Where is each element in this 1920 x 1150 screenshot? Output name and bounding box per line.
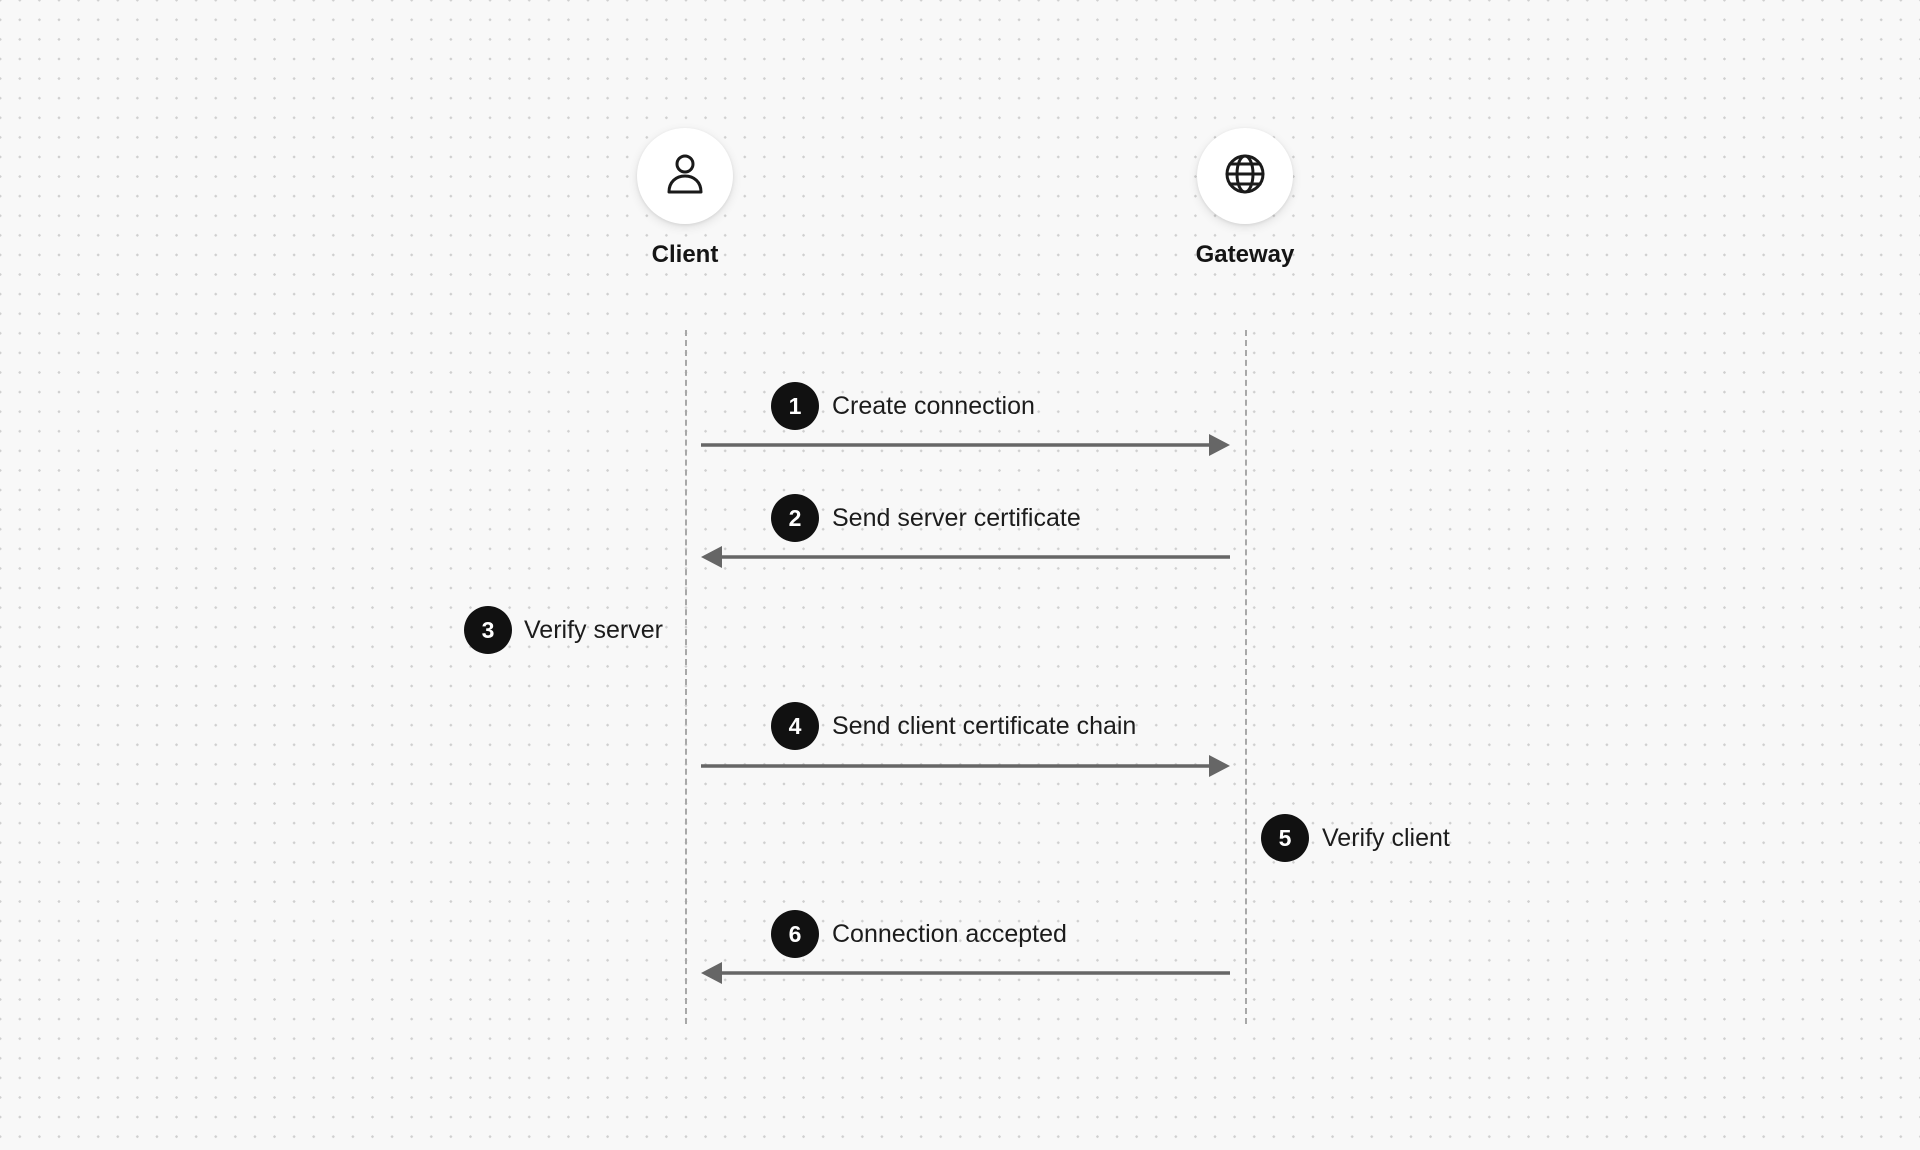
step-label-5: Verify client: [1322, 824, 1450, 852]
client-lifeline: [685, 330, 687, 1024]
arrowhead-step-2: [701, 546, 722, 568]
arrowhead-step-6: [701, 962, 722, 984]
client-label: Client: [651, 241, 719, 268]
step-label-2: Send server certificate: [832, 504, 1081, 532]
step-badge-1: 1: [771, 382, 819, 430]
step-badge-4: 4: [771, 702, 819, 750]
step-label-1: Create connection: [832, 392, 1035, 420]
arrowhead-step-4: [1209, 755, 1230, 777]
user-icon: [665, 152, 705, 201]
step-badge-3: 3: [464, 606, 512, 654]
step-label-6: Connection accepted: [832, 920, 1067, 948]
step-badge-6: 6: [771, 910, 819, 958]
globe-icon: [1223, 152, 1267, 201]
step-label-3: Verify server: [524, 616, 663, 644]
arrowhead-step-1: [1209, 434, 1230, 456]
step-label-4: Send client certificate chain: [832, 712, 1137, 740]
gateway-lifeline: [1245, 330, 1247, 1024]
client-actor[interactable]: [637, 128, 733, 224]
gateway-actor[interactable]: [1197, 128, 1293, 224]
step-badge-2: 2: [771, 494, 819, 542]
gateway-label: Gateway: [1195, 241, 1295, 268]
step-badge-5: 5: [1261, 814, 1309, 862]
